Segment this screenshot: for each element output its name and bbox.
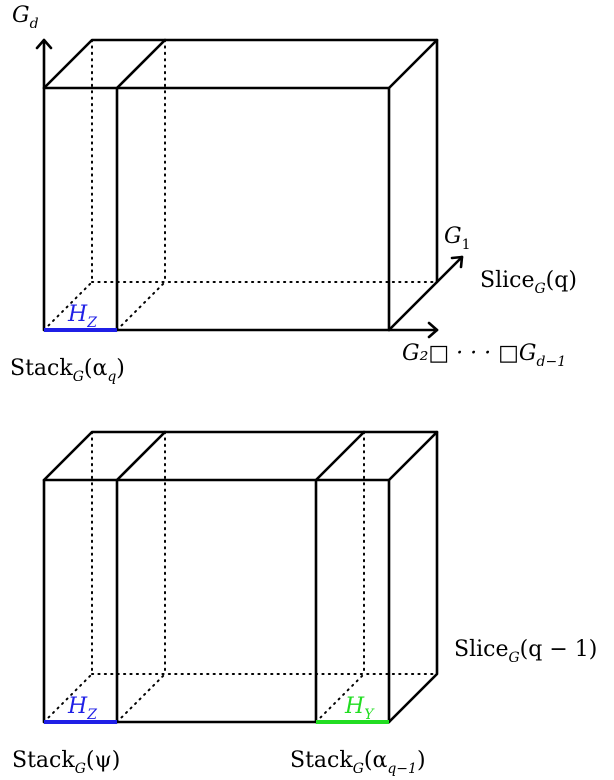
bottom-hy-label: HY xyxy=(344,694,375,723)
bottom-stack-right-label: StackG(αq−1) xyxy=(290,748,426,777)
g1-axis-label: G1 xyxy=(444,224,471,253)
top-hz-label: HZ xyxy=(67,302,97,331)
top-hidden-diag-mid xyxy=(116,281,166,331)
g2-axis-label: G₂□ · · · □Gd−1 xyxy=(402,341,566,370)
top-top-face xyxy=(42,38,439,90)
bottom-hidden-diag-mid xyxy=(116,673,166,723)
g1-arrowhead-icon xyxy=(450,255,464,269)
bottom-hz-label: HZ xyxy=(67,694,97,723)
bottom-box xyxy=(42,430,439,724)
bottom-top-divider-left xyxy=(115,430,167,482)
top-hidden-diag-left xyxy=(43,281,93,331)
g1-axis xyxy=(435,255,464,284)
g2-arrowhead-icon xyxy=(427,321,439,339)
gd-arrowhead-icon xyxy=(35,38,53,50)
bottom-slice-label: SliceG(q − 1) xyxy=(454,637,597,666)
bottom-top-divider-right xyxy=(314,430,366,482)
top-top-divider xyxy=(115,38,167,90)
bottom-front-face xyxy=(42,478,391,724)
bottom-right-face xyxy=(387,430,439,724)
gd-axis-label: Gd xyxy=(12,3,39,32)
top-slice-label: SliceG(q) xyxy=(480,268,577,297)
bottom-top-face xyxy=(42,430,439,482)
top-box xyxy=(42,38,439,332)
bottom-hidden-diag-right xyxy=(315,673,365,723)
top-right-face xyxy=(387,38,439,332)
top-axes xyxy=(35,38,464,339)
bottom-stack-left-label: StackG(ψ) xyxy=(12,748,120,777)
bottom-hidden-diag-left xyxy=(43,673,93,723)
top-stack-label: StackG(αq) xyxy=(10,356,125,385)
top-front-face xyxy=(42,86,391,332)
